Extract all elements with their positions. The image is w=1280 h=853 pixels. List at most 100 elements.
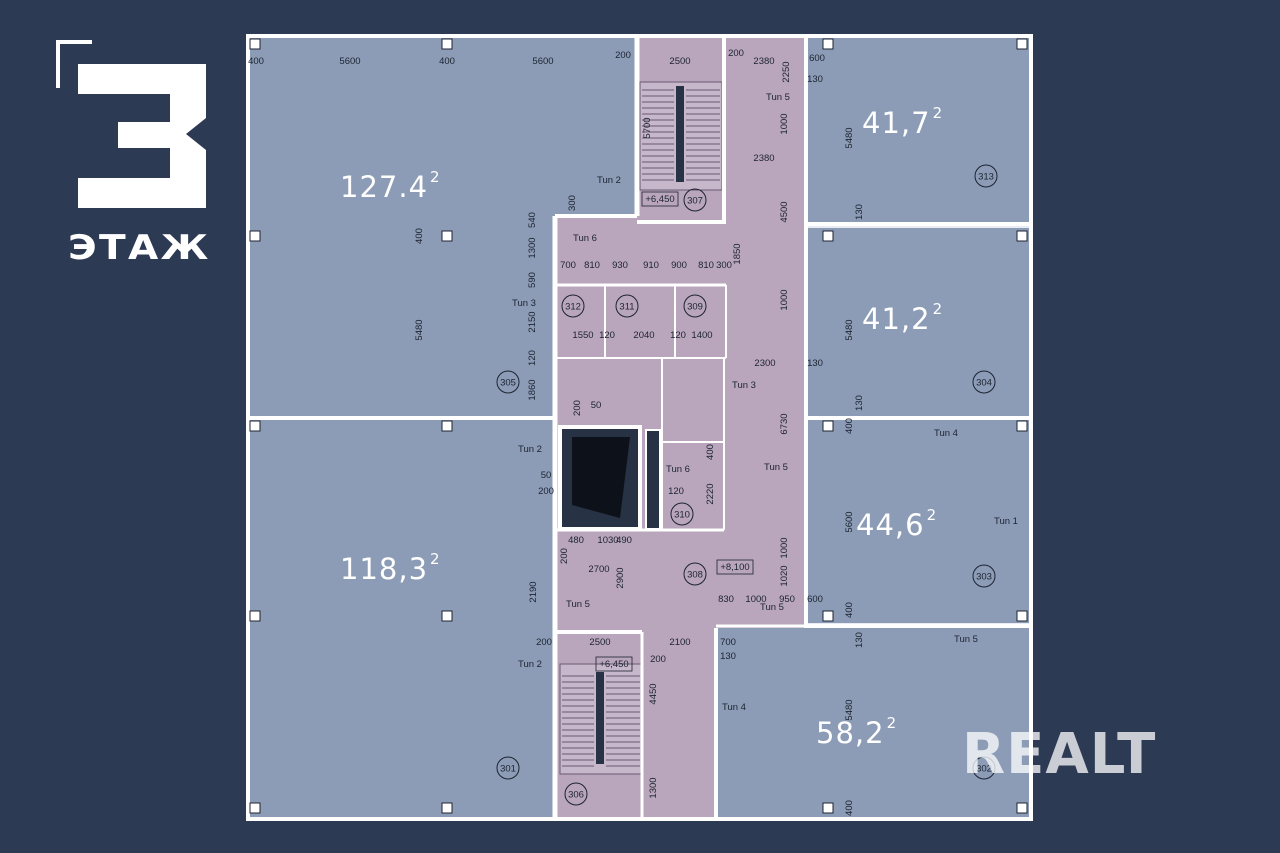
dimension-label: 2220 xyxy=(705,483,716,504)
dimension-label: 1400 xyxy=(691,330,712,341)
dimension-label: 1550 xyxy=(572,330,593,341)
dimension-label: 400 xyxy=(439,56,455,67)
dimension-label: 400 xyxy=(844,602,855,618)
dimension-label: 2190 xyxy=(528,581,539,602)
column xyxy=(1016,420,1028,432)
dimension-label: 1850 xyxy=(732,243,743,264)
dimension-label: 50 xyxy=(541,470,552,481)
dimension-label: 120 xyxy=(670,330,686,341)
dimension-label: 700 xyxy=(720,637,736,648)
column xyxy=(441,802,453,814)
dimension-label: 5480 xyxy=(844,127,855,148)
type-label: Tun 2 xyxy=(597,175,621,186)
dimension-label: 2040 xyxy=(633,330,654,341)
dimension-label: 120 xyxy=(668,486,684,497)
svg-text:311: 311 xyxy=(619,302,634,313)
svg-text:305: 305 xyxy=(500,378,516,389)
type-label: Tun 6 xyxy=(573,233,597,244)
level-mark: +6,450 xyxy=(641,191,679,207)
dimension-label: 910 xyxy=(643,260,659,271)
dimension-label: 400 xyxy=(414,228,425,244)
dimension-label: 5600 xyxy=(532,56,553,67)
svg-text:303: 303 xyxy=(976,572,992,583)
type-label: Tun 6 xyxy=(666,464,690,475)
elevator-2 xyxy=(645,429,661,530)
dimension-label: 900 xyxy=(671,260,687,271)
dimension-label: 930 xyxy=(612,260,628,271)
room-tag: 304 xyxy=(972,370,996,394)
dimension-label: 5600 xyxy=(339,56,360,67)
office-303 xyxy=(806,420,1029,623)
dimension-label: 5600 xyxy=(844,511,855,532)
dimension-label: 2300 xyxy=(754,358,775,369)
column xyxy=(822,802,834,814)
type-label: Tun 5 xyxy=(766,92,790,103)
type-label: Tun 3 xyxy=(512,298,536,309)
room-tag: 310 xyxy=(670,502,694,526)
dimension-label: 120 xyxy=(599,330,615,341)
dimension-label: 2250 xyxy=(781,61,792,82)
column xyxy=(249,38,261,50)
dimension-label: 200 xyxy=(572,400,583,416)
walls xyxy=(246,34,1033,821)
dimension-label: 4500 xyxy=(779,201,790,222)
type-label: Tun 1 xyxy=(994,516,1018,527)
dimension-label: 2500 xyxy=(669,56,690,67)
column xyxy=(822,420,834,432)
room-tag: 306 xyxy=(564,782,588,806)
dimension-label: 200 xyxy=(650,654,666,665)
dimension-label: 830 xyxy=(718,594,734,605)
office-302 xyxy=(716,628,1029,817)
room-tag: 312 xyxy=(561,294,585,318)
column xyxy=(1016,38,1028,50)
dimension-label: 810 xyxy=(698,260,714,271)
realt-logo: REALT xyxy=(962,722,1157,787)
dimension-label: 1300 xyxy=(527,237,538,258)
svg-text:307: 307 xyxy=(687,196,703,207)
type-label: Tun 2 xyxy=(518,659,542,670)
dimension-label: 200 xyxy=(559,548,570,564)
room-tag: 301 xyxy=(496,756,520,780)
svg-text:306: 306 xyxy=(568,790,584,801)
column xyxy=(822,38,834,50)
dimension-label: 5480 xyxy=(414,319,425,340)
dimension-label: 5700 xyxy=(642,117,653,138)
room-tag: 307 xyxy=(683,188,707,212)
dimension-label: 950 xyxy=(779,594,795,605)
room-tag: 302 xyxy=(972,756,996,780)
svg-text:+6,450: +6,450 xyxy=(599,659,628,670)
dimension-label: 600 xyxy=(809,53,825,64)
column xyxy=(249,802,261,814)
dimension-label: 200 xyxy=(615,50,631,61)
svg-text:313: 313 xyxy=(978,172,994,183)
level-mark: +8,100 xyxy=(716,559,754,575)
room-tag: 308 xyxy=(683,562,707,586)
type-label: Tun 5 xyxy=(954,634,978,645)
column xyxy=(249,420,261,432)
dimension-label: 1030 xyxy=(597,535,618,546)
core-zone xyxy=(555,38,806,817)
type-label: Tun 4 xyxy=(934,428,958,439)
column xyxy=(1016,230,1028,242)
room-tag: 305 xyxy=(496,370,520,394)
dimension-label: 4450 xyxy=(648,683,659,704)
svg-text:301: 301 xyxy=(500,764,516,775)
dimension-label: 2900 xyxy=(615,567,626,588)
dimension-label: 300 xyxy=(567,195,578,211)
dimension-label: 6730 xyxy=(779,413,790,434)
dimension-label: 50 xyxy=(591,400,602,411)
dimension-label: 1000 xyxy=(779,113,790,134)
room-tag: 311 xyxy=(615,294,639,318)
columns xyxy=(249,38,1028,814)
type-label: Tun 5 xyxy=(760,602,784,613)
column xyxy=(249,610,261,622)
room-tag: 303 xyxy=(972,564,996,588)
dimension-label: 120 xyxy=(527,350,538,366)
floor-label: ЭТАЖ xyxy=(68,228,211,268)
office-305 xyxy=(249,38,555,418)
